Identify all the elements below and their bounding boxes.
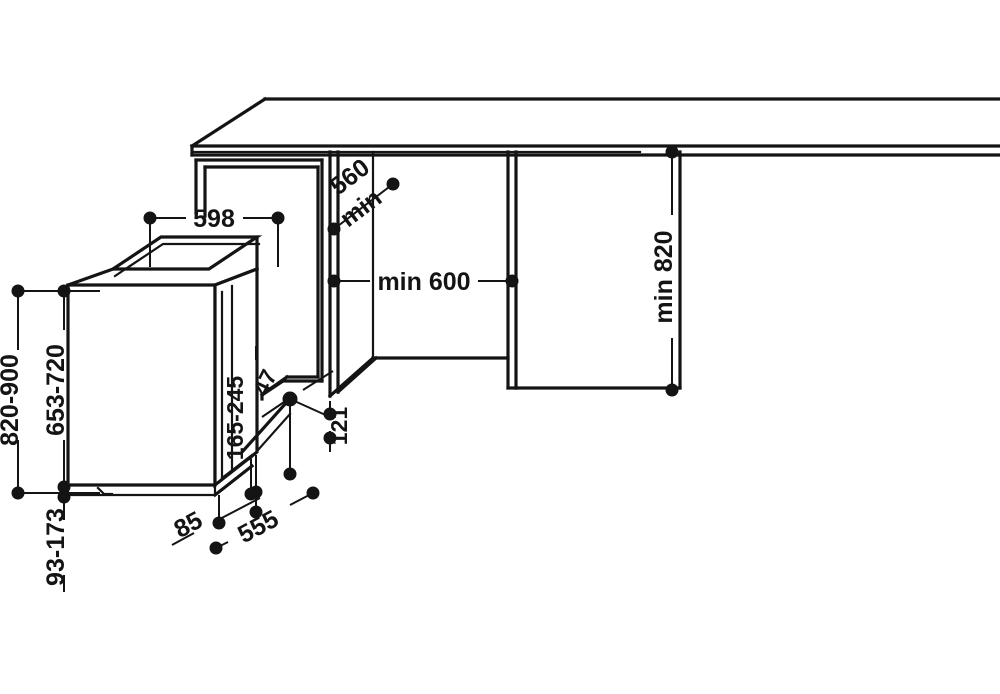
dim-dot <box>505 274 519 288</box>
appliance-door-lower-detail <box>240 400 292 461</box>
dim-dot <box>327 222 341 236</box>
dim-dot <box>327 274 341 288</box>
dimension-label-820-900: 820-900 <box>0 354 24 446</box>
dimension-label-165-245: 165-245 <box>222 376 248 461</box>
dimension-label-min-820: min 820 <box>650 230 678 323</box>
dim-dot <box>212 516 226 530</box>
dim-dot <box>11 284 25 298</box>
cabinet-left-carcass <box>194 158 324 401</box>
dim-dot <box>57 284 71 298</box>
dim-dot <box>306 486 320 500</box>
dimension-820-900: 820-900 <box>0 284 100 500</box>
dimension-label-598: 598 <box>193 205 235 233</box>
dimension-93-173: 93-173 <box>18 490 71 592</box>
dimension-555: 555 <box>209 486 320 555</box>
dimension-165-245: 165-245 <box>222 346 263 499</box>
dim-dot <box>249 505 263 519</box>
dimension-653-720: 653-720 <box>42 284 71 494</box>
dimension-label-93-173: 93-173 <box>42 508 70 586</box>
dim-dot <box>665 145 679 159</box>
dim-dot <box>143 211 157 225</box>
dimension-label-121: 121 <box>326 407 352 446</box>
dimension-label-653-720: 653-720 <box>42 344 70 436</box>
dim-dot <box>323 407 337 421</box>
dimension-min-820: min 820 <box>650 145 679 397</box>
dim-dot <box>665 383 679 397</box>
dimension-121: 121 <box>289 398 352 452</box>
extra-dimension-dots <box>244 467 297 501</box>
dim-dot <box>209 541 223 555</box>
dimension-598: 598 <box>143 205 285 267</box>
dim-dot <box>57 480 71 494</box>
dim-dot <box>244 487 258 501</box>
dimension-min-600: min 600 <box>327 203 519 331</box>
worktop <box>189 96 1000 157</box>
dim-dot <box>386 177 400 191</box>
dimension-label-85: 85 <box>169 506 207 544</box>
dim-dot <box>323 431 337 445</box>
dimension-label-min-600: min 600 <box>377 268 470 296</box>
dim-dot <box>283 467 297 481</box>
dimension-label-555: 555 <box>233 505 283 549</box>
dim-dot <box>271 211 285 225</box>
appliance-plinth <box>66 453 255 498</box>
dimension-560-min: 560 min <box>325 153 400 236</box>
dim-dot <box>57 490 71 504</box>
